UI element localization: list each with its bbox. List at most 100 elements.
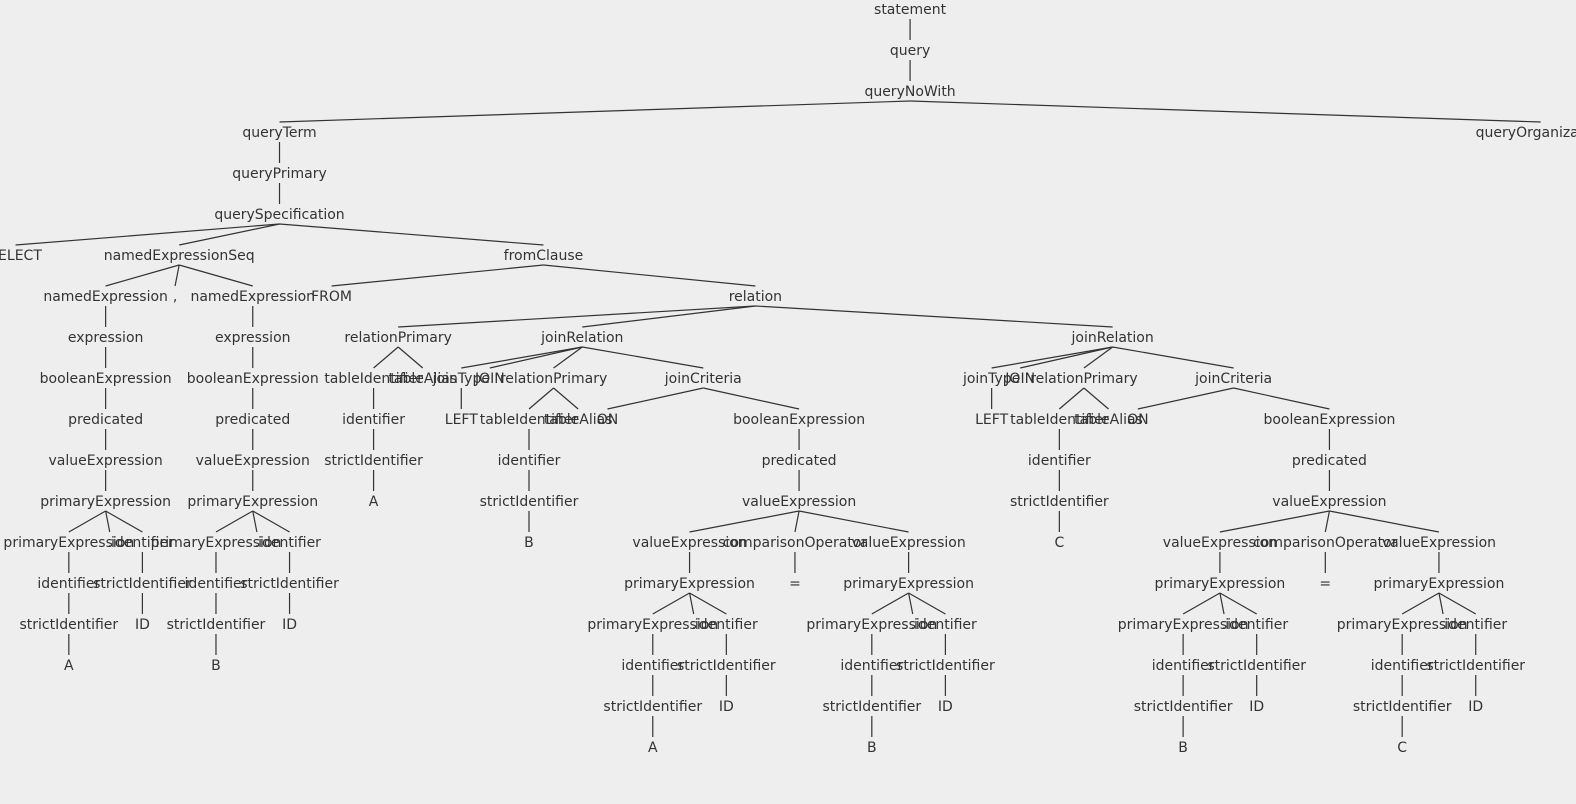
tree-edge	[105, 264, 180, 287]
tree-node-named-expression: namedExpression	[190, 289, 316, 305]
tree-edge	[331, 264, 544, 287]
tree-edge	[991, 346, 1113, 369]
tree-edge	[179, 223, 280, 246]
tree-node-from-clause: fromClause	[503, 248, 584, 264]
tree-node-identifier: identifier	[37, 576, 101, 592]
tree-edge	[755, 305, 1113, 328]
tree-edge	[528, 387, 554, 410]
tree-node-join-type: joinType	[962, 371, 1021, 387]
tree-edge	[652, 592, 690, 615]
tree-node-identifier: identifier	[1444, 617, 1508, 633]
tree-edge	[279, 100, 911, 123]
tree-edge	[1438, 592, 1477, 615]
tree-node-strict-identifier: strictIdentifier	[479, 494, 579, 510]
tree-node-table-identifier: tableIdentifier	[479, 412, 579, 428]
tree-node-identifier: identifier	[497, 453, 561, 469]
tree-node-dot: .	[1221, 617, 1227, 633]
tree-node-value-expression: valueExpression	[195, 453, 310, 469]
tree-node-primary-expression: primaryExpression	[587, 617, 719, 633]
tree-node-statement: statement	[874, 2, 947, 18]
tree-node-boolean-expression: booleanExpression	[733, 412, 866, 428]
tree-node-identifier: identifier	[840, 658, 904, 674]
tree-node-dot: .	[254, 535, 260, 551]
tree-node-strict-identifier: strictIdentifier	[896, 658, 995, 674]
tree-edge	[553, 387, 579, 410]
tree-node-c: C	[1054, 535, 1065, 551]
tree-node-predicated: predicated	[761, 453, 837, 469]
tree-node-dot: .	[1440, 617, 1446, 633]
tree-edge	[105, 510, 143, 533]
tree-node-dot: .	[107, 535, 112, 551]
tree-edge	[582, 305, 756, 328]
tree-edge	[179, 264, 253, 287]
tree-edge	[1083, 346, 1113, 369]
tree-node-table-alias: tableAlias	[543, 412, 613, 428]
tree-node-strict-identifier: strictIdentifier	[166, 617, 266, 633]
tree-node-select: SELECT	[0, 248, 42, 264]
tree-edge	[252, 510, 258, 533]
tree-node-expression: expression	[214, 330, 291, 346]
tree-node-identifier: identifier	[184, 576, 248, 592]
tree-node-id: ID	[1249, 699, 1265, 715]
tree-node-left: LEFT	[975, 412, 1009, 428]
tree-node-comma: ,	[172, 289, 178, 305]
tree-node-id: ID	[1468, 699, 1484, 715]
tree-node-relation: relation	[728, 289, 783, 305]
tree-node-join: JOIN	[1005, 371, 1036, 387]
tree-node-primary-expression: primaryExpression	[3, 535, 135, 551]
tree-edge	[1083, 387, 1109, 410]
tree-edge	[908, 592, 946, 615]
tree-node-query-term: queryTerm	[242, 125, 317, 141]
tree-edge	[543, 264, 756, 287]
tree-node-b: B	[211, 658, 221, 674]
tree-node-id: ID	[718, 699, 734, 715]
tree-edge	[1233, 387, 1330, 410]
tree-node-primary-expression: primaryExpression	[1336, 617, 1468, 633]
tree-edge	[871, 592, 909, 615]
tree-node-identifier: identifier	[110, 535, 174, 551]
tree-edge	[688, 592, 695, 615]
tree-node-relation-primary: relationPrimary	[499, 371, 608, 387]
tree-node-id: ID	[282, 617, 297, 633]
tree-node-primary-expression: primaryExpression	[806, 617, 938, 633]
tree-node-primary-expression: primaryExpression	[843, 576, 974, 592]
tree-edge	[68, 510, 106, 533]
tree-node-join-criteria: joinCriteria	[1195, 371, 1273, 387]
tree-node-table-identifier: tableIdentifier	[324, 371, 423, 387]
tree-node-relation-primary: relationPrimary	[1030, 371, 1138, 387]
tree-edge	[215, 510, 254, 533]
tree-node-dot: .	[691, 617, 696, 633]
tree-edge	[1329, 510, 1440, 533]
tree-node-named-expression: namedExpression	[43, 289, 168, 305]
tree-node-id: ID	[134, 617, 150, 633]
tree-node-from: FROM	[311, 289, 352, 305]
tree-node-boolean-expression: booleanExpression	[1263, 412, 1396, 428]
tree-node-equals: =	[1319, 576, 1332, 592]
tree-node-query-primary: queryPrimary	[232, 166, 327, 182]
tree-node-strict-identifier: strictIdentifier	[822, 699, 922, 715]
tree-node-strict-identifier: strictIdentifier	[1426, 658, 1526, 674]
tree-node-query-specification: querySpecification	[214, 207, 345, 223]
tree-node-join-criteria: joinCriteria	[664, 371, 742, 387]
tree-node-identifier: identifier	[1370, 658, 1434, 674]
tree-edge	[1137, 387, 1234, 410]
tree-node-predicated: predicated	[215, 412, 291, 428]
tree-node-table-identifier: tableIdentifier	[1010, 412, 1109, 428]
tree-edge	[1219, 510, 1330, 533]
tree-node-identifier: identifier	[258, 535, 321, 551]
tree-node-left: LEFT	[444, 412, 478, 428]
tree-node-on: ON	[1127, 412, 1149, 428]
tree-node-b: B	[524, 535, 534, 551]
tree-node-value-expression: valueExpression	[741, 494, 857, 510]
tree-node-primary-expression: primaryExpression	[187, 494, 319, 510]
tree-edge	[1020, 346, 1113, 369]
tree-node-id: ID	[937, 699, 953, 715]
tree-node-primary-expression: primaryExpression	[40, 494, 172, 510]
tree-node-strict-identifier: strictIdentifier	[1010, 494, 1109, 510]
tree-edge	[607, 387, 704, 410]
tree-edge	[689, 592, 727, 615]
tree-edge	[1219, 592, 1257, 615]
tree-edge	[689, 510, 800, 533]
tree-node-expression: expression	[67, 330, 144, 346]
